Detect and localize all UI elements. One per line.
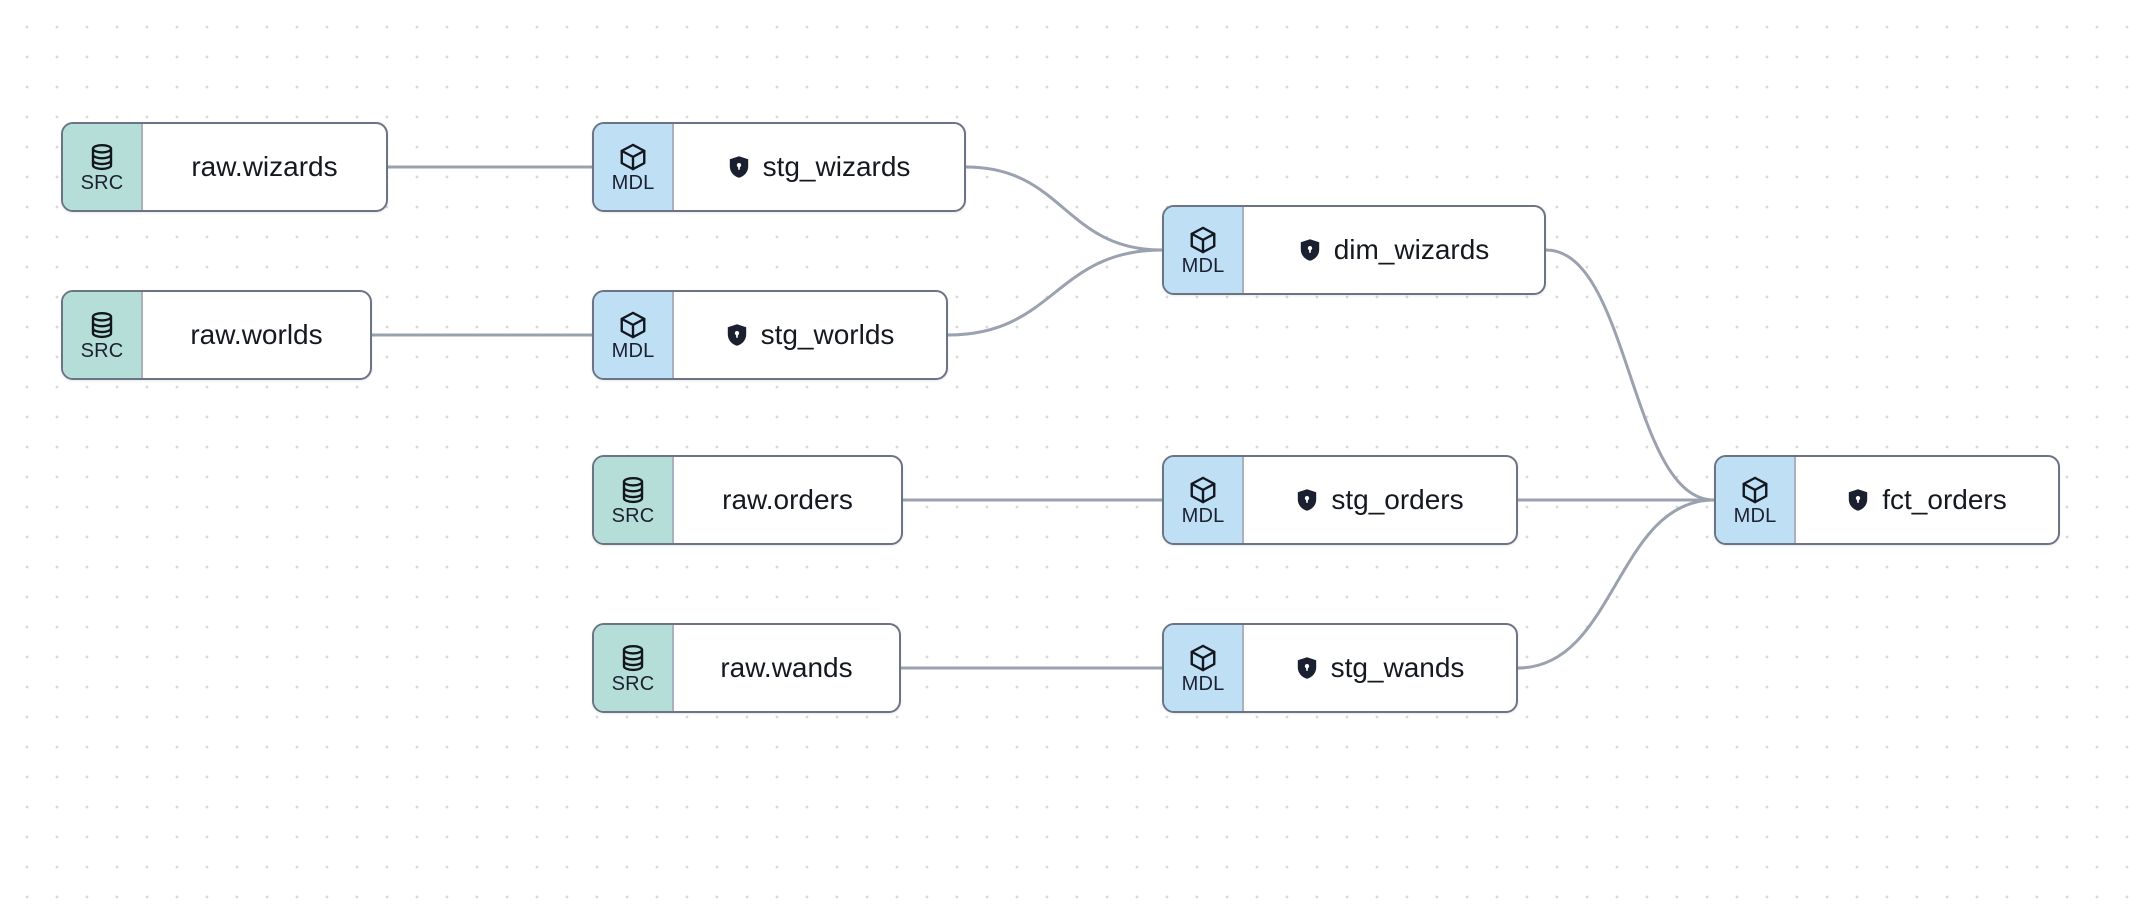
node-badge-mdl: MDL [594,292,674,378]
lineage-node-raw_orders[interactable]: SRC raw.orders [592,455,903,545]
node-badge-mdl: MDL [1164,625,1244,711]
node-badge-label: SRC [80,171,124,194]
cube-icon [618,142,648,172]
node-body: fct_orders [1796,457,2058,543]
lineage-node-raw_wizards[interactable]: SRC raw.wizards [61,122,388,212]
node-body: raw.worlds [143,292,370,378]
node-title: stg_worlds [760,319,895,350]
node-badge-label: SRC [611,504,655,527]
node-title: raw.orders [722,484,853,515]
lineage-node-stg_wizards[interactable]: MDL stg_wizards [592,122,966,212]
lineage-node-raw_worlds[interactable]: SRC raw.worlds [61,290,372,380]
cube-icon [618,310,648,340]
node-badge-src: SRC [63,124,143,210]
node-badge-label: MDL [1733,504,1777,527]
shield-lock-icon [1296,656,1318,680]
shield-lock-icon [1847,488,1869,512]
node-badge-label: MDL [1181,504,1225,527]
node-badge-label: MDL [1181,672,1225,695]
node-badge-label: MDL [611,171,655,194]
node-badge-mdl: MDL [1716,457,1796,543]
node-badge-mdl: MDL [1164,457,1244,543]
node-badge-src: SRC [594,457,674,543]
cube-icon [1188,475,1218,505]
node-body: stg_wizards [674,124,964,210]
node-body: dim_wizards [1244,207,1544,293]
node-body: stg_wands [1244,625,1516,711]
node-title: stg_wizards [762,151,911,182]
node-body: stg_worlds [674,292,946,378]
database-icon [618,475,648,505]
shield-lock-icon [1296,488,1318,512]
node-title: stg_orders [1331,484,1464,515]
lineage-node-raw_wands[interactable]: SRC raw.wands [592,623,901,713]
node-badge-src: SRC [63,292,143,378]
node-badge-label: SRC [611,672,655,695]
edge-dim_wizards-to-fct_orders[interactable] [1544,248,1716,502]
database-icon [618,643,648,673]
node-badge-src: SRC [594,625,674,711]
cube-icon [1188,643,1218,673]
shield-lock-icon [728,155,750,179]
node-title: dim_wizards [1333,234,1490,265]
lineage-node-fct_orders[interactable]: MDL fct_orders [1714,455,2060,545]
node-title: fct_orders [1882,484,2007,515]
node-title: raw.worlds [190,319,323,350]
edge-stg_wizards-to-dim_wizards[interactable] [964,165,1164,252]
edge-stg_wands-to-fct_orders[interactable] [1516,498,1716,670]
node-body: stg_orders [1244,457,1516,543]
node-title: raw.wands [720,652,853,683]
lineage-node-stg_worlds[interactable]: MDL stg_worlds [592,290,948,380]
database-icon [87,310,117,340]
database-icon [87,142,117,172]
node-body: raw.orders [674,457,901,543]
node-body: raw.wands [674,625,899,711]
node-badge-label: MDL [1181,254,1225,277]
shield-lock-icon [726,323,748,347]
node-badge-label: MDL [611,339,655,362]
node-badge-label: SRC [80,339,124,362]
cube-icon [1740,475,1770,505]
lineage-node-stg_wands[interactable]: MDL stg_wands [1162,623,1518,713]
lineage-node-dim_wizards[interactable]: MDL dim_wizards [1162,205,1546,295]
cube-icon [1188,225,1218,255]
node-body: raw.wizards [143,124,386,210]
lineage-node-stg_orders[interactable]: MDL stg_orders [1162,455,1518,545]
node-badge-mdl: MDL [1164,207,1244,293]
node-title: raw.wizards [191,151,338,182]
edge-stg_worlds-to-dim_wizards[interactable] [946,248,1164,337]
node-badge-mdl: MDL [594,124,674,210]
node-title: stg_wands [1330,652,1465,683]
shield-lock-icon [1299,238,1321,262]
